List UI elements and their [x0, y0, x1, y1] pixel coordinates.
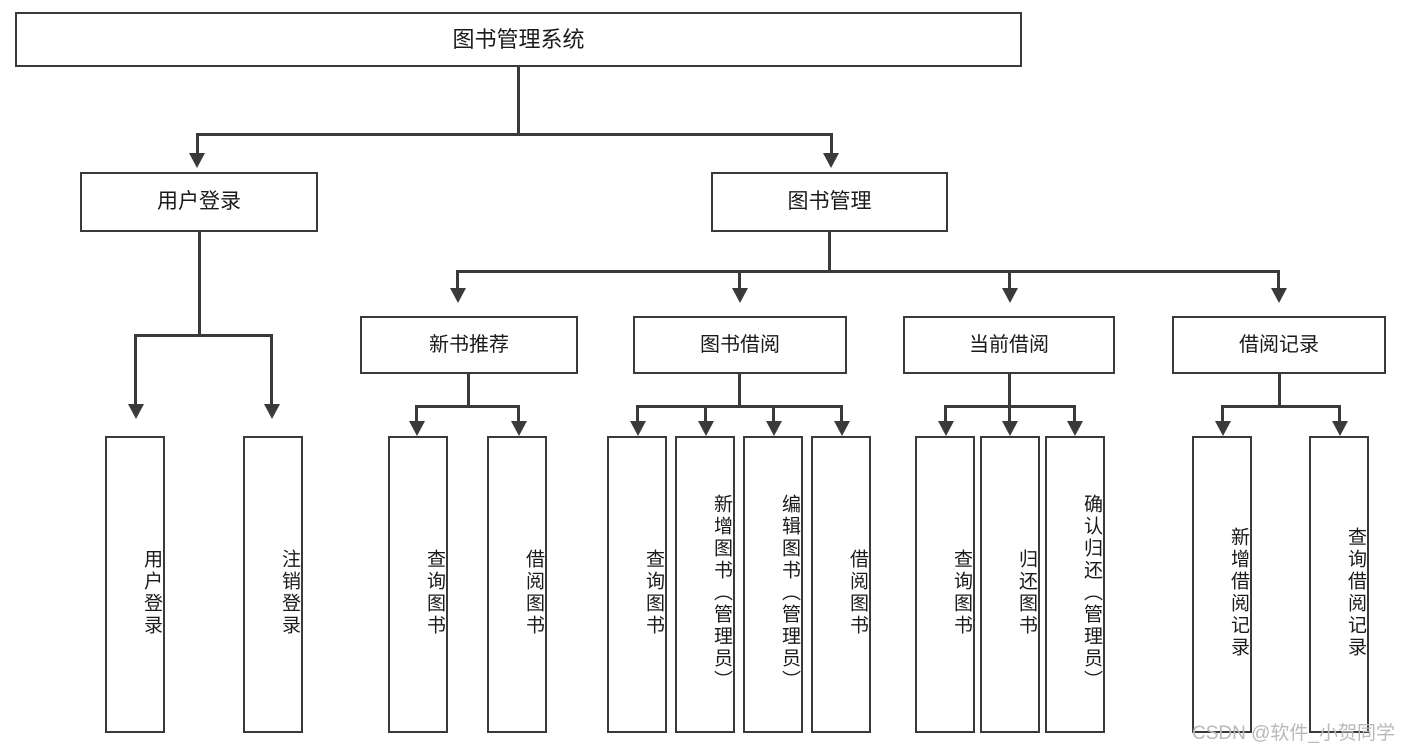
connector-level2-bus [456, 270, 1279, 273]
node-label: 图书借阅 [700, 333, 780, 356]
node-label: 新增借阅记录 [1228, 526, 1249, 659]
csdn-watermark: CSDN @软件_小贺同学 [1192, 723, 1395, 744]
connector-cb-drop-1 [944, 405, 947, 423]
connector-bb-drop-1 [636, 405, 639, 423]
connector-to-book-mgmt [830, 133, 833, 156]
node-label: 查询图书 [424, 548, 445, 637]
arrowhead-book-mgmt [823, 153, 839, 168]
node-label: 借阅图书 [847, 548, 868, 637]
connector-new-book-drop-2 [517, 405, 520, 423]
connector-current-borrow-stem [1008, 374, 1011, 407]
leaf-br-add-record[interactable]: 新增借阅记录 [1192, 436, 1252, 733]
arrowhead-new-book [450, 288, 466, 303]
connector-user-login-drop-2 [270, 334, 273, 406]
node-user-login[interactable]: 用户登录 [80, 172, 318, 232]
node-label: 查询借阅记录 [1345, 526, 1366, 659]
arrowhead-book-borrow [732, 288, 748, 303]
arrowhead-bb-query-book [630, 421, 646, 436]
connector-bb-drop-4 [840, 405, 843, 423]
connector-new-book-stem [467, 374, 470, 407]
node-label: 借阅记录 [1239, 333, 1319, 356]
node-label: 查询图书 [951, 548, 972, 637]
node-label: 注销登录 [279, 548, 300, 637]
arrowhead-bb-borrow-book [834, 421, 850, 436]
connector-user-login-stem [198, 232, 201, 336]
arrowhead-bb-edit-book [766, 421, 782, 436]
node-new-book-recommend[interactable]: 新书推荐 [360, 316, 578, 374]
node-root-system[interactable]: 图书管理系统 [15, 12, 1022, 67]
node-label: 查询图书 [643, 548, 664, 637]
connector-borrow-record-stem [1278, 374, 1281, 407]
node-borrow-record[interactable]: 借阅记录 [1172, 316, 1386, 374]
connector-to-borrow-record [1277, 270, 1280, 290]
arrowhead-cb-query-book [938, 421, 954, 436]
node-label: 图书管理系统 [452, 26, 585, 52]
connector-br-drop-2 [1338, 405, 1341, 423]
leaf-logout[interactable]: 注销登录 [243, 436, 303, 733]
connector-book-borrow-bus [636, 405, 843, 408]
arrowhead-current-borrow [1002, 288, 1018, 303]
node-label: 借阅图书 [523, 548, 544, 637]
leaf-cb-return-book[interactable]: 归还图书 [980, 436, 1040, 733]
node-label: 用户登录 [141, 548, 162, 637]
connector-user-login-bus [134, 334, 272, 337]
arrowhead-user-login [189, 153, 205, 168]
arrowhead-cb-confirm-return [1067, 421, 1083, 436]
arrowhead-nb-query-book [409, 421, 425, 436]
node-label: 确认归还（管理员） [1081, 493, 1102, 692]
leaf-bb-query-book[interactable]: 查询图书 [607, 436, 667, 733]
leaf-bb-add-book[interactable]: 新增图书（管理员） [675, 436, 735, 733]
connector-to-book-borrow [738, 270, 741, 290]
node-book-management[interactable]: 图书管理 [711, 172, 948, 232]
node-label: 新书推荐 [429, 333, 509, 356]
arrowhead-bb-add-book [698, 421, 714, 436]
leaf-cb-confirm-return[interactable]: 确认归还（管理员） [1045, 436, 1105, 733]
connector-bb-drop-2 [704, 405, 707, 423]
connector-book-mgmt-stem [828, 232, 831, 272]
arrowhead-borrow-record [1271, 288, 1287, 303]
connector-borrow-record-bus [1221, 405, 1340, 408]
connector-br-drop-1 [1221, 405, 1224, 423]
node-label: 图书管理 [787, 189, 872, 213]
node-book-borrow[interactable]: 图书借阅 [633, 316, 847, 374]
connector-new-book-drop-1 [415, 405, 418, 423]
node-label: 新增图书（管理员） [711, 493, 732, 692]
connector-new-book-bus [415, 405, 520, 408]
arrowhead-br-add-record [1215, 421, 1231, 436]
leaf-bb-edit-book[interactable]: 编辑图书（管理员） [743, 436, 803, 733]
node-label: 用户登录 [157, 189, 241, 213]
arrowhead-leaf-user-login [128, 404, 144, 419]
arrowhead-nb-borrow-book [511, 421, 527, 436]
connector-to-user-login [196, 133, 199, 156]
connector-book-borrow-stem [738, 374, 741, 407]
node-label: 编辑图书（管理员） [779, 493, 800, 692]
leaf-bb-borrow-book[interactable]: 借阅图书 [811, 436, 871, 733]
leaf-nb-query-book[interactable]: 查询图书 [388, 436, 448, 733]
node-label: 归还图书 [1016, 548, 1037, 637]
arrowhead-cb-return-book [1002, 421, 1018, 436]
connector-cb-drop-3 [1073, 405, 1076, 423]
node-label: 当前借阅 [969, 333, 1049, 356]
connector-to-current-borrow [1008, 270, 1011, 290]
leaf-nb-borrow-book[interactable]: 借阅图书 [487, 436, 547, 733]
node-current-borrow[interactable]: 当前借阅 [903, 316, 1115, 374]
arrowhead-leaf-logout [264, 404, 280, 419]
connector-root-stem [517, 67, 520, 135]
connector-level1-bus [196, 133, 833, 136]
connector-cb-drop-2 [1008, 405, 1011, 423]
arrowhead-br-query-record [1332, 421, 1348, 436]
connector-to-new-book [456, 270, 459, 290]
leaf-user-login[interactable]: 用户登录 [105, 436, 165, 733]
connector-bb-drop-3 [772, 405, 775, 423]
leaf-cb-query-book[interactable]: 查询图书 [915, 436, 975, 733]
leaf-br-query-record[interactable]: 查询借阅记录 [1309, 436, 1369, 733]
connector-user-login-drop-1 [134, 334, 137, 406]
